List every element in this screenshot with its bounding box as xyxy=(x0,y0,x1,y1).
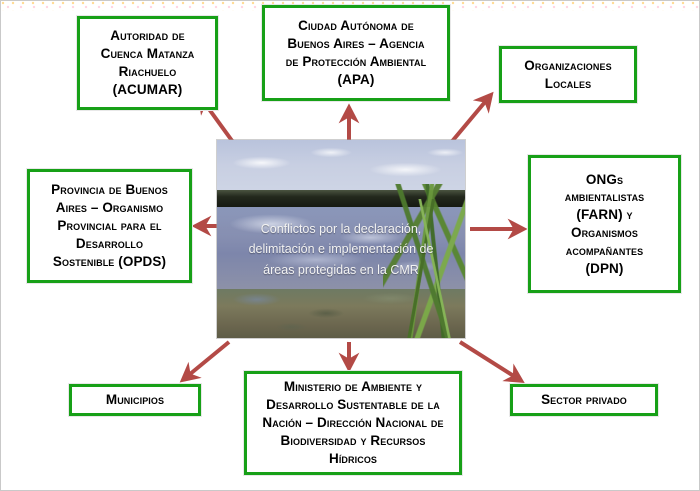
photo-reeds-foreground xyxy=(401,199,461,338)
caption-line-3: áreas protegidas en la CMR xyxy=(263,262,419,277)
caption-line-1: Conflictos por la declaración, xyxy=(260,222,422,237)
node-apa[interactable]: Ciudad Autónoma de Buenos Aires – Agenci… xyxy=(261,4,451,102)
node-organizaciones-locales-label: Organizaciones Locales xyxy=(524,57,612,91)
node-acumar-label: Autoridad de Cuenca Matanza Riachuelo (A… xyxy=(100,28,195,97)
node-apa-label: Ciudad Autónoma de Buenos Aires – Agenci… xyxy=(285,18,427,87)
node-sector-privado[interactable]: Sector privado xyxy=(509,383,659,417)
node-ongs-label: ONGs ambientalistas (FARN) y Organismos … xyxy=(564,171,645,276)
central-photo: Conflictos por la declaración, delimitac… xyxy=(217,140,465,338)
node-ministerio[interactable]: Ministerio de Ambiente y Desarrollo Sust… xyxy=(243,370,463,476)
node-sector-privado-label: Sector privado xyxy=(541,392,627,408)
node-opds-label: Provincia de Buenos Aires – Organismo Pr… xyxy=(51,182,168,269)
node-ministerio-label: Ministerio de Ambiente y Desarrollo Sust… xyxy=(262,379,444,466)
node-municipios[interactable]: Municipios xyxy=(68,383,202,417)
node-municipios-label: Municipios xyxy=(105,392,165,408)
node-acumar[interactable]: Autoridad de Cuenca Matanza Riachuelo (A… xyxy=(76,15,219,111)
node-opds[interactable]: Provincia de Buenos Aires – Organismo Pr… xyxy=(26,168,193,284)
connector-center-to-sector-privado xyxy=(458,340,525,383)
connector-center-to-municipios xyxy=(179,340,231,383)
central-caption: Conflictos por la declaración, delimitac… xyxy=(217,219,465,280)
caption-line-2: delimitación e implementación de xyxy=(248,242,434,257)
node-ongs[interactable]: ONGs ambientalistas (FARN) y Organismos … xyxy=(527,154,682,294)
photo-scene xyxy=(217,140,465,338)
node-organizaciones-locales[interactable]: Organizaciones Locales xyxy=(498,45,638,104)
